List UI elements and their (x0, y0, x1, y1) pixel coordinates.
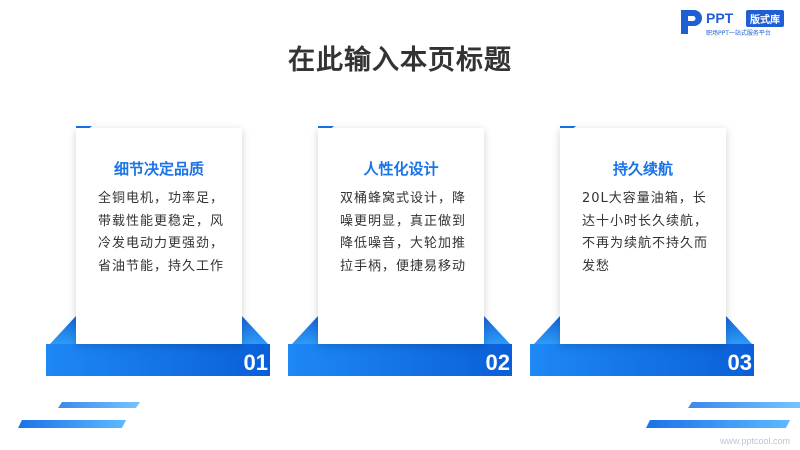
brand-logo: PPT 版式库 职场PPT一站式服务平台 (678, 8, 798, 38)
logo-slogan: 职场PPT一站式服务平台 (706, 30, 771, 37)
feature-card-2: 人性化设计 双桶蜂窝式设计，降噪更明显，真正做到降低噪音，大轮加推拉手柄，便捷易… (288, 126, 528, 376)
card-base-shape (530, 126, 754, 376)
watermark: www.pptcool.com (719, 436, 790, 446)
card-panel: 持久续航 20L大容量油箱，长达十小时长久续航，不再为续航不持久而发愁 (560, 128, 726, 344)
card-number: 03 (727, 350, 752, 375)
feature-card-1: 细节决定品质 全铜电机，功率足，带载性能更稳定，风冷发电动力更强劲，省油节能，持… (46, 126, 286, 376)
feature-card-3: 持久续航 20L大容量油箱，长达十小时长久续航，不再为续航不持久而发愁 03 (530, 126, 770, 376)
card-heading: 持久续航 (612, 160, 673, 178)
decor-stripes-right (646, 402, 800, 428)
logo-tag: 版式库 (746, 10, 784, 27)
page-title: 在此输入本页标题 (288, 45, 512, 76)
decor-stripes-left (18, 402, 140, 428)
card-base-shape (46, 126, 270, 376)
logo-mark-icon (681, 10, 702, 34)
card-base-shape (288, 126, 512, 376)
logo-text: PPT (706, 10, 734, 26)
card-description: 20L大容量油箱，长达十小时长久续航，不再为续航不持久而发愁 (582, 191, 709, 274)
card-description: 全铜电机，功率足，带载性能更稳定，风冷发电动力更强劲，省油节能，持久工作 (98, 191, 225, 274)
card-panel: 人性化设计 双桶蜂窝式设计，降噪更明显，真正做到降低噪音，大轮加推拉手柄，便捷易… (318, 128, 484, 344)
card-heading: 细节决定品质 (113, 160, 204, 178)
card-number: 01 (243, 350, 268, 375)
card-description: 双桶蜂窝式设计，降噪更明显，真正做到降低噪音，大轮加推拉手柄，便捷易移动 (340, 191, 467, 274)
card-number: 02 (485, 350, 510, 375)
card-panel: 细节决定品质 全铜电机，功率足，带载性能更稳定，风冷发电动力更强劲，省油节能，持… (76, 128, 242, 344)
card-heading: 人性化设计 (363, 160, 439, 178)
